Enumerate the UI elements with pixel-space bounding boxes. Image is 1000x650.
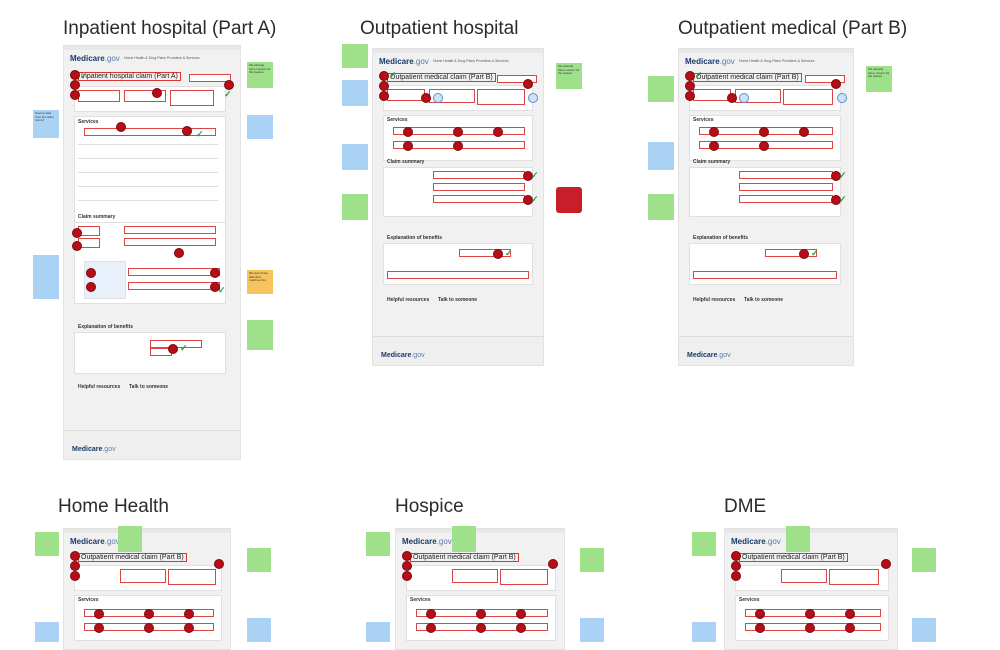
note-orange: We don't have data that matches this <box>247 270 273 294</box>
services-heading: Services <box>693 117 714 123</box>
note-green-eob <box>247 320 273 350</box>
medicare-logo: Medicare.gov <box>731 537 781 546</box>
nav-links: Home Health & Drug Plans Providers & Ser… <box>124 56 200 60</box>
note-blue-services <box>247 115 273 139</box>
note-blue: Source data from the claim record <box>33 110 59 138</box>
mockup-outpatient-hospital: Medicare.gov Home Health & Drug Plans Pr… <box>372 48 544 366</box>
medicare-logo: Medicare.gov <box>379 57 429 66</box>
note-green <box>648 194 674 220</box>
medicare-logo: Medicare.gov <box>70 537 120 546</box>
note-blue <box>342 144 368 170</box>
nav-links: Home Health & Drug Plans Providers & Ser… <box>433 59 509 63</box>
claim-title: Inpatient hospital claim (Part A) <box>78 72 181 81</box>
footer-logo: Medicare.gov <box>381 352 425 359</box>
note-blue-summary-2 <box>33 283 59 299</box>
section-title-home-health: Home Health <box>58 496 169 517</box>
helpful-resources-heading: Helpful resources <box>78 384 121 390</box>
helpful-resources-heading: Helpful resources <box>693 297 736 303</box>
note-green <box>342 194 368 220</box>
claim-summary-heading: Claim summary <box>78 214 116 220</box>
section-title-outpatient-hospital: Outpatient hospital <box>360 18 519 39</box>
section-title-hospice: Hospice <box>395 496 464 517</box>
red-marker <box>556 187 582 213</box>
claim-title: Outpatient medical claim (Part B) <box>387 73 496 82</box>
note-green: We already have content for the feature <box>866 66 892 92</box>
section-title-outpatient-medical: Outpatient medical (Part B) <box>678 18 908 39</box>
note-green: We already have content for this feature <box>247 62 273 88</box>
helpful-resources-heading: Helpful resources <box>387 297 430 303</box>
talk-to-someone-heading: Talk to someone <box>129 384 169 390</box>
note-green <box>342 44 368 68</box>
services-heading: Services <box>410 597 431 603</box>
note-green: We already have content for the feature <box>556 63 582 89</box>
nav-links: Home Health & Drug Plans Providers & Ser… <box>739 59 815 63</box>
services-heading: Services <box>78 597 99 603</box>
footer-logo: Medicare.gov <box>687 352 731 359</box>
talk-to-someone-heading: Talk to someone <box>438 297 478 303</box>
medicare-logo: Medicare.gov <box>402 537 452 546</box>
section-title-dme: DME <box>724 496 767 517</box>
medicare-logo: Medicare.gov <box>70 54 120 63</box>
section-title-inpatient: Inpatient hospital (Part A) <box>63 18 277 39</box>
claim-summary-heading: Claim summary <box>693 159 731 165</box>
mockup-inpatient: Medicare.gov Home Health & Drug Plans Pr… <box>63 45 241 460</box>
claim-title: Outpatient medical claim (Part B) <box>410 553 519 562</box>
mockup-outpatient-medical: Medicare.gov Home Health & Drug Plans Pr… <box>678 48 854 366</box>
claim-title: Outpatient medical claim (Part B) <box>739 553 848 562</box>
claim-title: Outpatient medical claim (Part B) <box>78 553 187 562</box>
eob-heading: Explanation of benefits <box>78 324 134 330</box>
mockup-home-health: Medicare.gov Outpatient medical claim (P… <box>63 528 231 650</box>
claim-summary-heading: Claim summary <box>387 159 425 165</box>
talk-to-someone-heading: Talk to someone <box>744 297 784 303</box>
note-blue <box>342 80 368 106</box>
claim-title: Outpatient medical claim (Part B) <box>693 73 802 82</box>
mockup-hospice: Medicare.gov Outpatient medical claim (P… <box>395 528 565 650</box>
mockup-dme: Medicare.gov Outpatient medical claim (P… <box>724 528 898 650</box>
eob-heading: Explanation of benefits <box>387 235 443 241</box>
note-blue-summary <box>33 255 59 285</box>
eob-heading: Explanation of benefits <box>693 235 749 241</box>
note-green <box>648 76 674 102</box>
services-heading: Services <box>387 117 408 123</box>
footer-logo: Medicare.gov <box>72 446 116 453</box>
services-heading: Services <box>739 597 760 603</box>
medicare-logo: Medicare.gov <box>685 57 735 66</box>
note-blue <box>648 142 674 170</box>
services-heading: Services <box>78 119 99 125</box>
